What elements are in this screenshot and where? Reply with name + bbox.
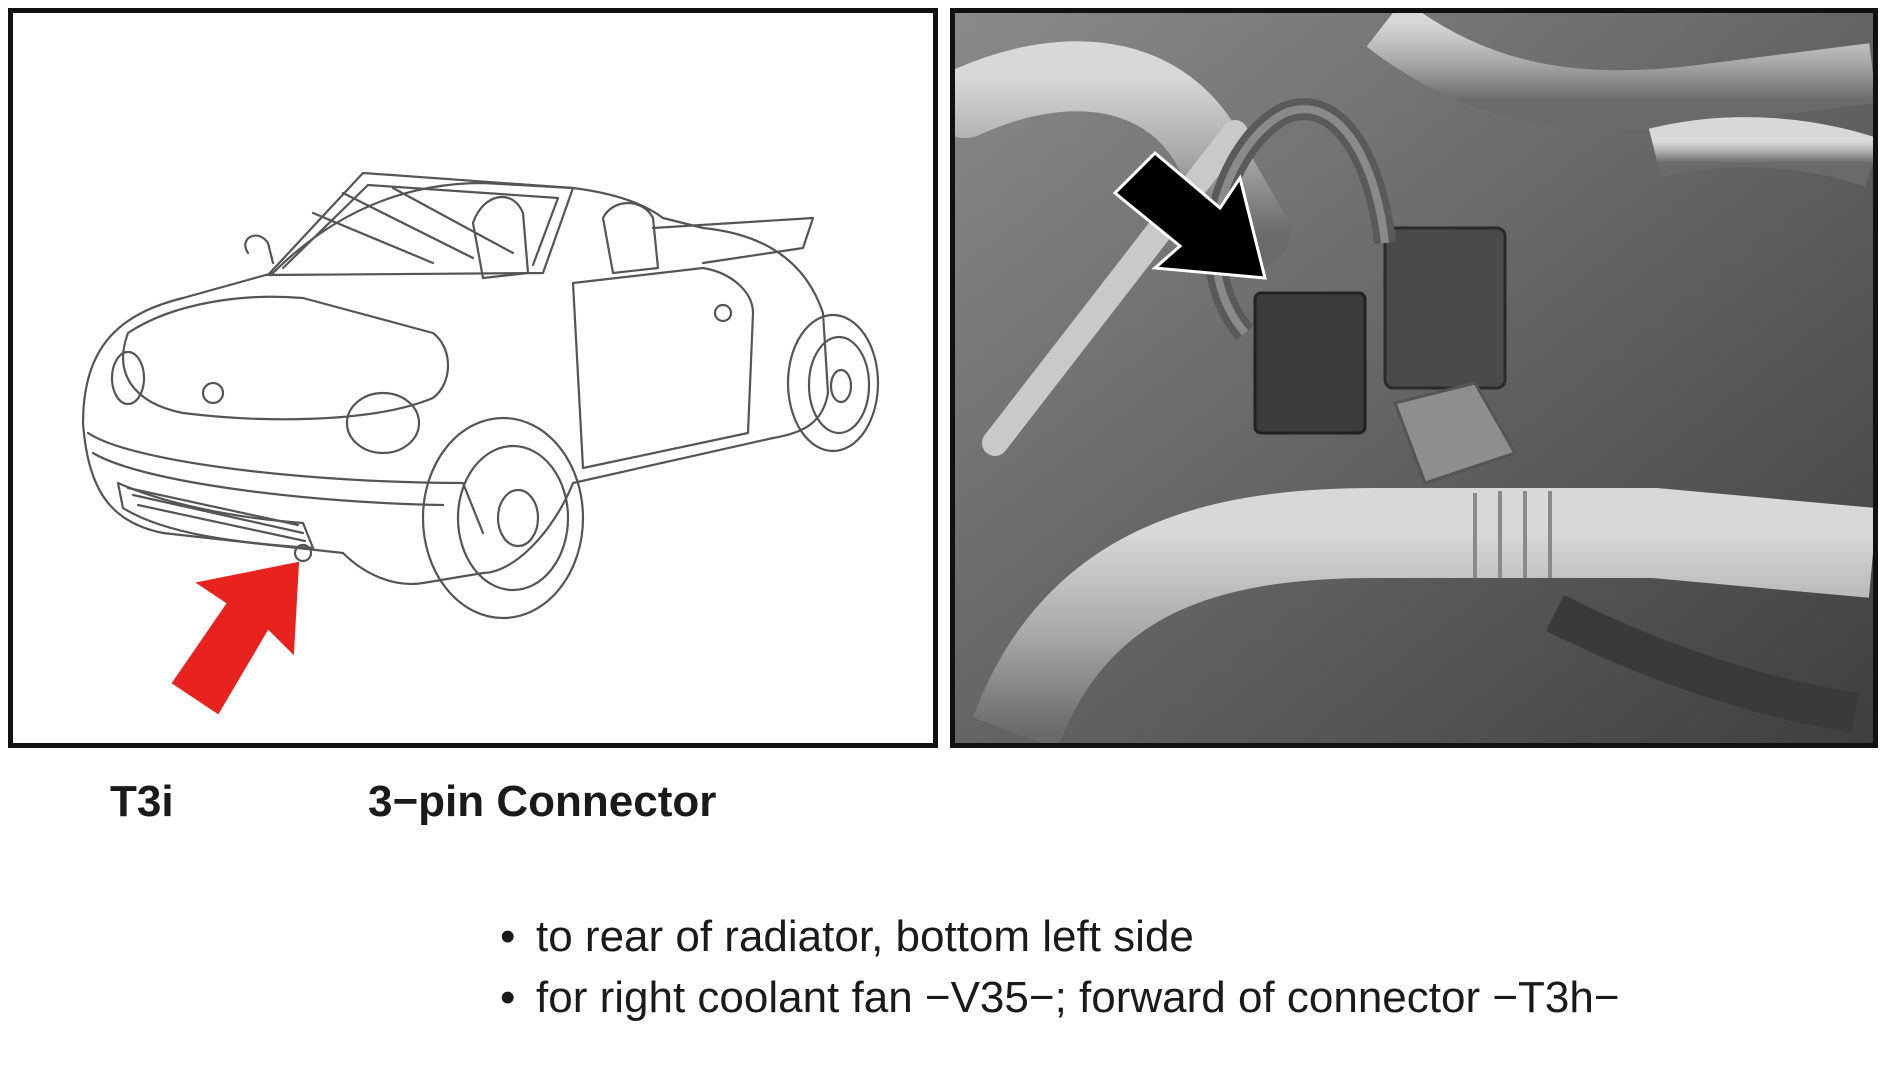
bullet-icon: • (500, 912, 516, 961)
engine-bay-drawing (955, 13, 1873, 743)
note-text: to rear of radiator, bottom left side (536, 912, 1194, 961)
bullet-icon: • (500, 973, 516, 1022)
engine-bay-photo (950, 8, 1878, 748)
vehicle-location-illustration (8, 8, 938, 748)
connector-description: 3−pin Connector (368, 777, 717, 826)
list-item: • for right coolant fan −V35−; forward o… (500, 967, 1800, 1028)
list-item: • to rear of radiator, bottom left side (500, 906, 1800, 967)
photo-arrow-icon (1112, 150, 1267, 280)
convertible-line-drawing (81, 171, 880, 715)
locator-arrow-icon (171, 561, 300, 715)
note-text: for right coolant fan −V35−; forward of … (536, 973, 1620, 1022)
car-body-outline (81, 181, 830, 586)
connector-code: T3i (110, 777, 174, 826)
location-notes: • to rear of radiator, bottom left side … (500, 906, 1800, 1028)
